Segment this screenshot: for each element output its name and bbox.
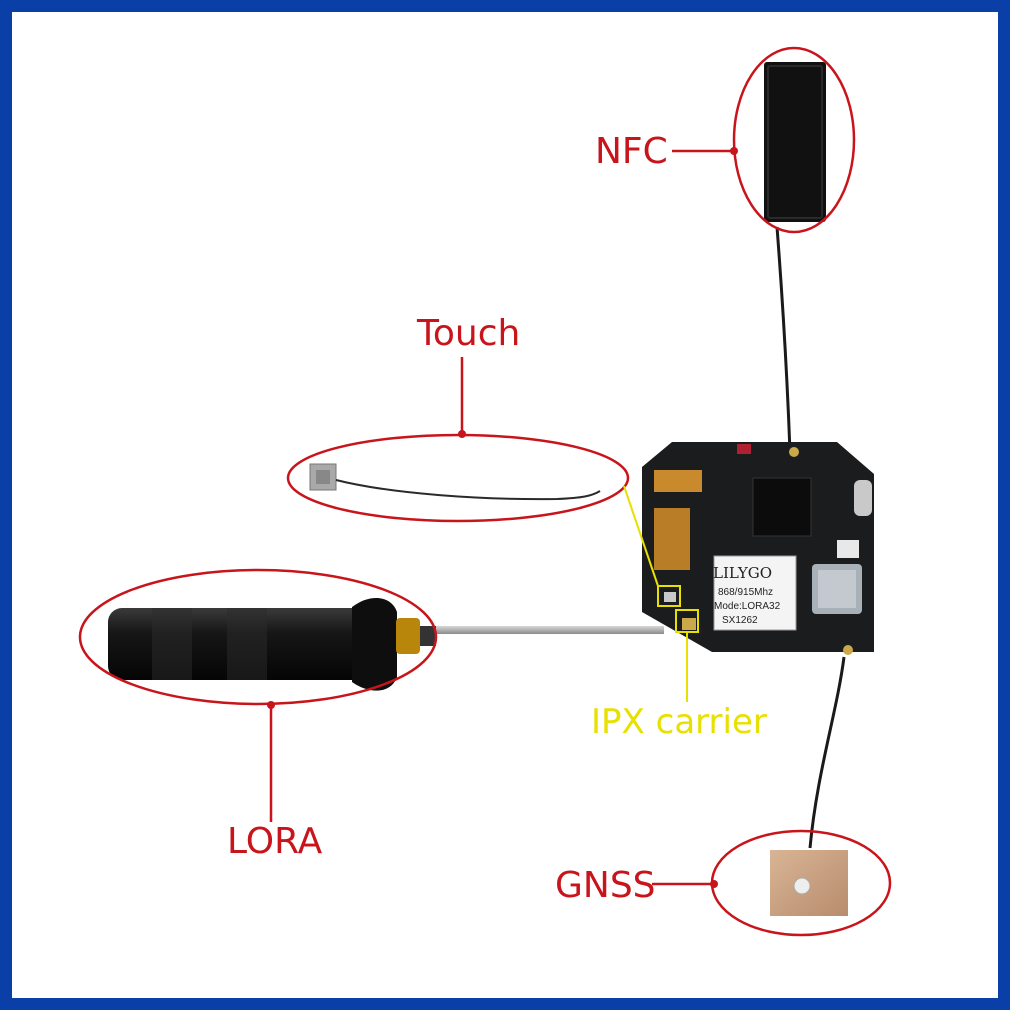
touch-cable: [335, 479, 601, 501]
nfc-callout-ellipse: [732, 46, 856, 234]
diagram-canvas: [78, 46, 892, 937]
touch-wire: [309, 463, 601, 501]
board-model-text: Mode:LORA32: [714, 601, 781, 612]
nfc-label: NFC: [595, 131, 668, 172]
touch-callout-dot: [458, 430, 466, 438]
lilygo-board: [642, 442, 874, 655]
ipx-carrier-label: IPX carrier: [591, 702, 767, 742]
lora-callout-dot: [267, 701, 275, 709]
lora-antenna: [108, 597, 664, 691]
nfc-cable: [775, 226, 792, 453]
board-lora-module: [713, 555, 797, 631]
ipx-line-touch: [623, 485, 659, 587]
board-brand-text: LILYGO: [713, 564, 773, 582]
gnss-cable: [808, 656, 846, 849]
nfc-antenna: [764, 62, 826, 453]
board-ipx-nfc: [789, 447, 799, 457]
board-ipx-lora: [682, 618, 696, 630]
lora-callout-ellipse: [78, 568, 438, 706]
ipx-callout: [623, 485, 699, 702]
gnss-callout-dot: [710, 880, 718, 888]
board-chip-text: SX1262: [722, 615, 758, 626]
touch-callout-ellipse: [286, 433, 630, 523]
board-fpc-connector-side: [654, 508, 690, 570]
gnss-antenna: [770, 656, 848, 916]
touch-label: Touch: [417, 313, 521, 354]
ipx-box-touch: [657, 585, 681, 607]
nfc-antenna-body: [764, 62, 826, 222]
lora-sma-connector: [396, 618, 420, 654]
board-ipx-gnss: [843, 645, 853, 655]
lora-cable: [436, 626, 664, 634]
gnss-label: GNSS: [555, 865, 656, 906]
board-mcu-chip: [752, 477, 812, 537]
nfc-callout-dot: [730, 147, 738, 155]
board-fpc-connector-top: [654, 470, 702, 492]
board-usb-c: [854, 480, 872, 516]
lora-label: LORA: [227, 821, 323, 862]
board-freq-text: 868/915Mhz: [718, 587, 774, 598]
